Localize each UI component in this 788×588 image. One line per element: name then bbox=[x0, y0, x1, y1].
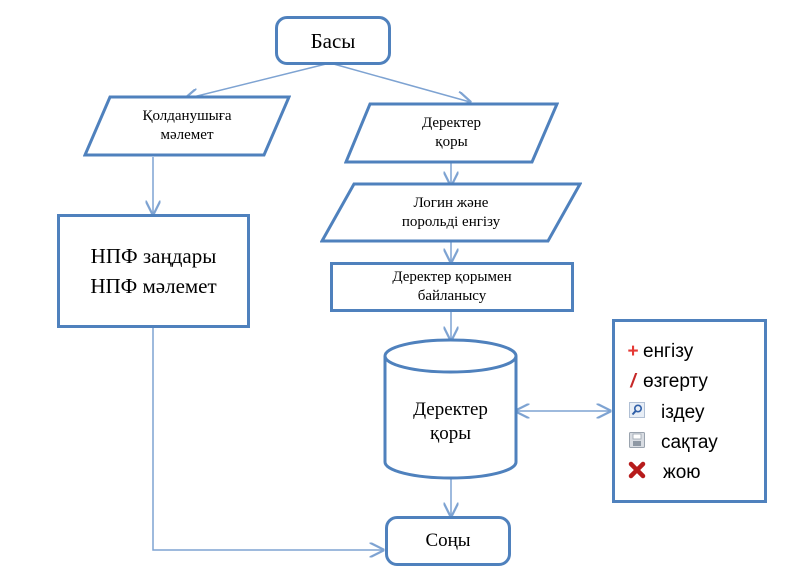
npf-line-2: НПФ мәлемет bbox=[90, 274, 217, 298]
legend-delete-label: жою bbox=[663, 462, 701, 483]
database-input-line-1: Деректер bbox=[421, 115, 482, 131]
legend-item-edit: / өзгерту bbox=[625, 369, 708, 395]
database-input-line-2: қоры bbox=[435, 134, 468, 150]
legend-item-search: іздеу bbox=[627, 400, 704, 426]
plus-icon: + bbox=[627, 341, 639, 362]
delete-icon bbox=[627, 461, 647, 485]
save-icon bbox=[627, 432, 647, 454]
legend-item-insert: + енгізу bbox=[625, 339, 693, 365]
db-connect-line-2: байланысу bbox=[417, 288, 487, 304]
database-input-node: Деректер қоры bbox=[344, 102, 559, 164]
database-line-2: қоры bbox=[430, 423, 471, 444]
legend-save-label: сақтау bbox=[661, 432, 718, 453]
start-label: Басы bbox=[310, 28, 356, 53]
database-input-shape bbox=[344, 102, 559, 164]
npf-node: НПФ заңдары НПФ мәлемет bbox=[57, 214, 250, 328]
slash-icon: / bbox=[630, 371, 636, 392]
npf-line-1: НПФ заңдары bbox=[90, 244, 217, 268]
user-info-line-1: Қолданушыға bbox=[142, 108, 232, 124]
login-node: Логин және порольді енгізу bbox=[320, 182, 582, 243]
legend-search-label: іздеу bbox=[661, 402, 705, 423]
user-info-node: Қолданушыға мәлемет bbox=[83, 95, 291, 157]
arrow-npf-to-end bbox=[152, 328, 383, 550]
login-line-1: Логин және bbox=[413, 194, 489, 211]
legend-item-delete: жою bbox=[627, 460, 701, 486]
database-cylinder-shape bbox=[383, 338, 518, 480]
end-label: Соңы bbox=[425, 530, 471, 551]
legend-item-save: сақтау bbox=[627, 430, 718, 456]
login-line-2: порольді енгізу bbox=[401, 213, 501, 230]
search-icon bbox=[627, 402, 647, 424]
legend-edit-label: өзгерту bbox=[643, 371, 708, 392]
user-info-shape bbox=[83, 95, 291, 157]
legend-insert-label: енгізу bbox=[643, 341, 694, 362]
db-connect-node: Деректер қорымен байланысу bbox=[330, 262, 574, 312]
start-node: Басы bbox=[275, 16, 391, 65]
database-node: Деректер қоры bbox=[383, 338, 518, 482]
legend-panel: + енгізу / өзгерту іздеу сақтау bbox=[612, 319, 767, 503]
user-info-line-2: мәлемет bbox=[160, 127, 214, 143]
arrow-start-to-user-info bbox=[185, 62, 331, 99]
db-connect-line-1: Деректер қорымен bbox=[392, 269, 512, 285]
database-line-1: Деректер bbox=[413, 399, 488, 420]
login-shape bbox=[320, 182, 582, 243]
arrow-start-to-database-top bbox=[329, 62, 470, 102]
end-node: Соңы bbox=[385, 516, 511, 566]
